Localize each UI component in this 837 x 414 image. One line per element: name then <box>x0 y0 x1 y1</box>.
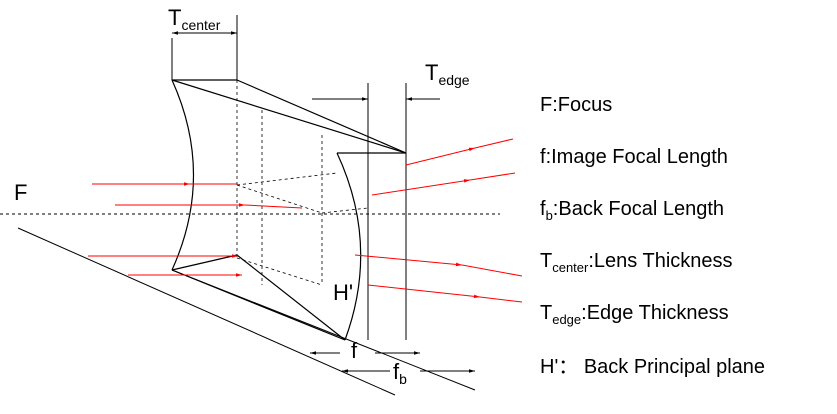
ray-top-out-ext <box>474 138 514 149</box>
t-edge-label: Tedge <box>425 60 470 88</box>
ray-upper-out-ext <box>469 172 516 181</box>
reference-lines <box>171 15 407 340</box>
focus-label: F <box>14 180 27 205</box>
legend-item-focus: F:Focus <box>540 94 613 116</box>
ray-2-mid <box>244 204 303 209</box>
legend-item-back-focal-length: fb:Back Focal Length <box>540 198 725 223</box>
legend-item-edge-thickness: Tedge:Edge Thickness <box>540 302 729 327</box>
fb-label: fb <box>393 359 407 387</box>
principal-plane-label: H' <box>333 280 353 305</box>
ray-top-out <box>405 147 476 166</box>
f-label: f <box>351 338 358 363</box>
ray-upper-out <box>371 179 471 196</box>
t-center-label: Tcenter <box>168 5 221 33</box>
ray-bottom-out-ext <box>479 296 523 303</box>
legend-item-lens-thickness: Tcenter:Lens Thickness <box>540 250 733 275</box>
base-lines <box>17 227 476 396</box>
dashed-lines <box>236 80 369 286</box>
ray-lower-out <box>354 254 463 267</box>
light-rays <box>88 138 523 303</box>
ray-lower-out-ext <box>461 264 523 277</box>
ray-bottom-out <box>367 284 481 299</box>
legend-item-back-principal-plane: H'： Back Principal plane <box>540 356 766 378</box>
legend-item-image-focal-length: f:Image Focal Length <box>540 146 728 168</box>
lens-outline <box>171 79 407 341</box>
